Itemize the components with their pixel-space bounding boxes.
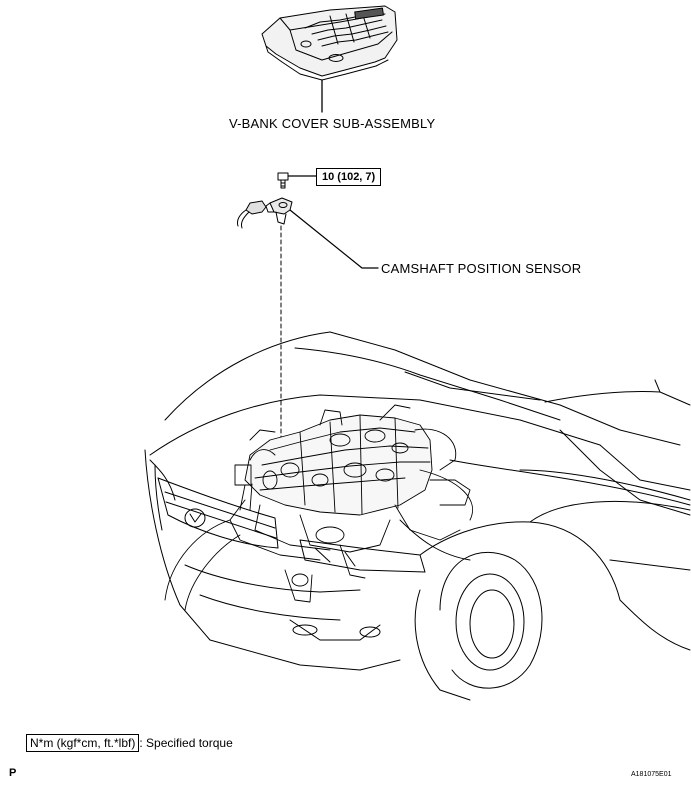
torque-legend: N*m (kgf*cm, ft.*lbf): Specified torque [26,734,233,752]
vbank-cover-illustration [261,5,398,81]
vbank-cover-label: V-BANK COVER SUB-ASSEMBLY [229,116,436,131]
engine-illustration [164,404,473,611]
emblem-icon [184,508,206,528]
torque-legend-text: : Specified torque [139,736,233,750]
corner-letter: P [9,767,17,779]
torque-unit-box: N*m (kgf*cm, ft.*lbf) [26,734,140,752]
sensor-connector-illustration [237,200,267,229]
wheel-rim [455,573,525,671]
wheel-outline [439,551,543,689]
camshaft-sensor-illustration [265,197,293,225]
vehicle-illustration [144,331,691,701]
torque-value-box: 10 (102, 7) [316,168,382,186]
bolt-illustration [277,172,289,189]
camshaft-sensor-leader [289,209,379,269]
camshaft-sensor-label: CAMSHAFT POSITION SENSOR [381,261,582,276]
figure-code: A181075E01 [631,771,672,778]
